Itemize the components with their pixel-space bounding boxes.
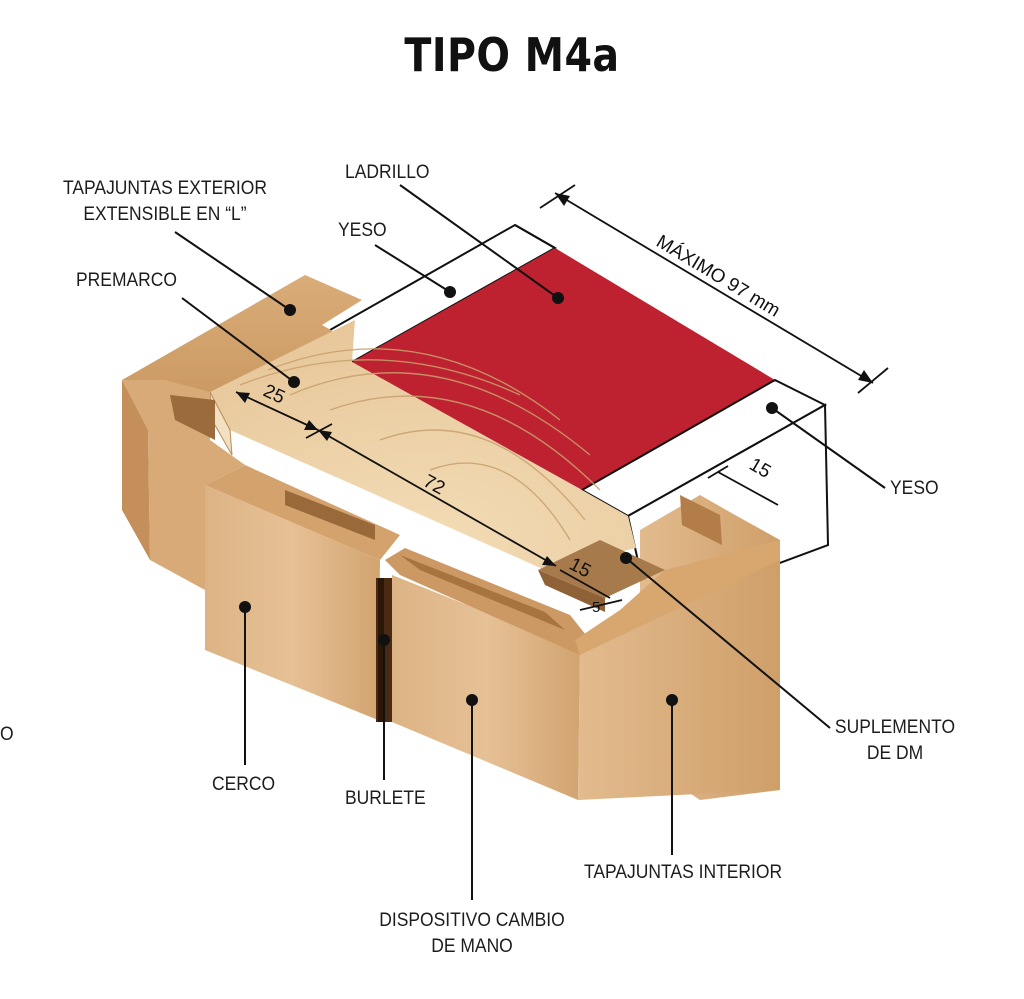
burlete-dot: [378, 634, 390, 646]
ladrillo-label: LADRILLO: [345, 162, 430, 183]
dim-5-line: [579, 599, 623, 611]
suplemento-label: SUPLEMENTO DE DM: [834, 717, 956, 764]
tapajuntas-interior-label: TAPAJUNTAS INTERIOR: [584, 862, 783, 883]
dim-15-right-line: [717, 471, 779, 506]
premarco-pine: [210, 320, 636, 570]
maximo-label: MÁXIMO 97 mm: [652, 231, 783, 321]
diagram-title: TIPO M4a: [404, 28, 620, 82]
tapajuntas-exterior-label: TAPAJUNTAS EXTERIOR EXTENSIBLE EN “L”: [63, 178, 267, 225]
tapajuntas-interior: [578, 560, 780, 800]
premarco-label: PREMARCO: [76, 270, 178, 291]
ladrillo-dot: [552, 292, 564, 304]
yeso-top-label: YESO: [338, 220, 387, 241]
suplemento-dm: [538, 540, 665, 598]
cerco: [205, 485, 380, 720]
tapajuntas-exterior-dot: [284, 304, 296, 316]
dispositivo-dot: [466, 694, 478, 706]
ladrillo-brick: [352, 248, 775, 490]
yeso-right-dot: [766, 402, 778, 414]
tapajuntas-interior-dot: [666, 694, 678, 706]
cerco-left-block: [122, 380, 245, 590]
dispositivo-label: DISPOSITIVO CAMBIO DE MANO: [379, 910, 565, 957]
yeso-top-dot: [444, 286, 456, 298]
edge-fragment-label: O: [0, 724, 14, 745]
premarco-dot: [288, 376, 300, 388]
dim-25-line: [235, 391, 319, 431]
dim-5-label: 5: [592, 599, 600, 616]
yeso-right-label: YESO: [890, 478, 939, 499]
cerco-label: CERCO: [212, 774, 276, 795]
cerco-dot: [239, 601, 251, 613]
suplemento-dot: [620, 552, 632, 564]
dim-15-bottom-line: [559, 569, 611, 599]
burlete-label: BURLETE: [345, 788, 426, 809]
dim-72-line: [317, 429, 557, 567]
max-97-dim-line: [554, 192, 874, 384]
